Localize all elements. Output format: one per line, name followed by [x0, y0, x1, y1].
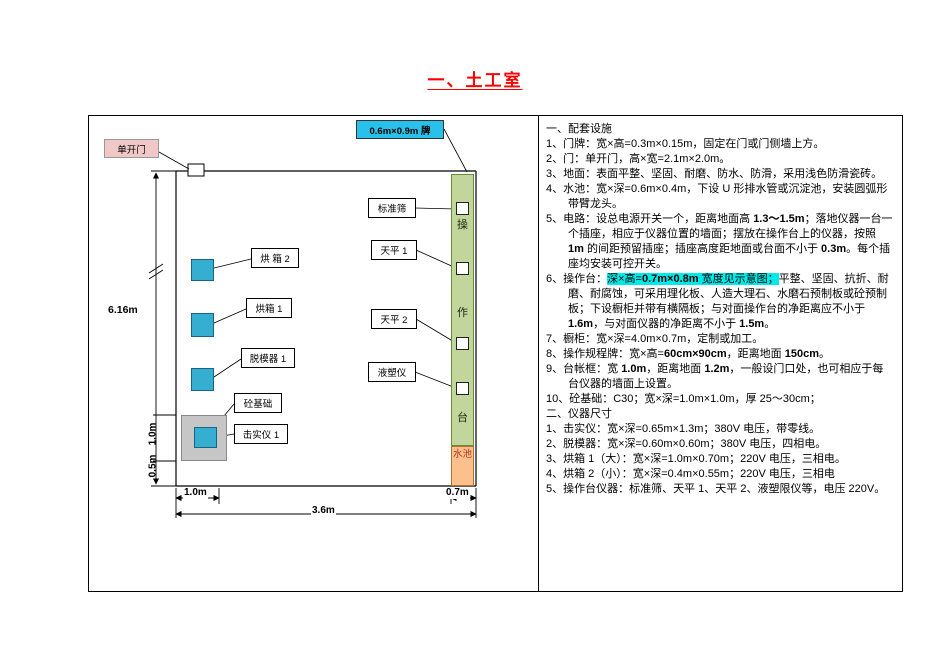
rule-text-segment: 5、电路：设总电源开关一个，距离地面高	[546, 213, 754, 225]
rule-text-segment: 宽度见示意图；	[698, 273, 779, 285]
rule-text-segment: 4、烘箱 2（小）：宽×深=0.4m×0.55m；220V 电压，三相电	[546, 468, 835, 480]
rule-text-segment: 。每个插座均安装可控开关。	[568, 243, 891, 270]
rule-text-segment: 深×高=	[607, 273, 642, 285]
rule-text-segment: 7、橱柜：宽×深=4.0m×0.7m，定制或加工。	[546, 333, 764, 345]
rule-text-segment: 5、操作台仪器：标准筛、天平 1、天平 2、液塑限仪等，电压 220V。	[546, 483, 886, 495]
label-balance2: 天平 2	[371, 309, 417, 329]
section-heading: 一、配套设施	[546, 122, 894, 137]
rule-text-segment: 1.6m	[568, 318, 594, 330]
rule-text-segment: 。	[819, 348, 830, 360]
rule-text-segment: 1m	[568, 243, 584, 255]
equipment-oven1	[191, 313, 214, 337]
rules-text: 一、配套设施 1、门牌：宽×高=0.3m×0.15m，固定在门或门侧墙上方。 2、门…	[546, 122, 894, 497]
bench-slot-liquid-plastic	[456, 382, 469, 395]
label-foundation: 砼基础	[234, 393, 282, 413]
label-oven2: 烘 箱 2	[251, 248, 299, 268]
rule-text-segment: 1.3～1.5m	[753, 213, 805, 225]
rule-line: 5、电路：设总电源开关一个，距离地面高 1.3～1.5m；落地仪器一台一个插座，…	[546, 212, 894, 272]
water-pool-label: 水池	[452, 449, 472, 460]
rule-text-segment: ，一般设门口处，也可相应于每台仪器的墙面上设置。	[568, 363, 884, 390]
label-sieve: 标准筛	[368, 198, 416, 218]
dim-wall-height: 6.16m	[107, 304, 139, 316]
label-oven1: 烘箱 1	[246, 298, 292, 318]
rule-text-segment: ，距离地面	[726, 348, 785, 360]
rule-text-segment: 3、地面：表面平整、坚固、耐磨、防水、防滑，采用浅色防滑瓷砖。	[546, 168, 883, 180]
equipment-compactor	[194, 427, 217, 448]
dim-bottom-total: 3.6m	[311, 505, 336, 517]
rule-text-segment: 二、仪器尺寸	[546, 408, 612, 420]
rule-text-segment: 4、水池：宽×深=0.6m×0.4m，下设 U 形排水管或沉淀池，安装圆弧形带臂…	[546, 183, 888, 210]
label-balance1: 天平 1	[371, 240, 417, 260]
bench-char-3: 台	[457, 412, 468, 424]
page-title: 一、土工室	[427, 71, 523, 90]
dim-foundation-depth: 1.0m	[147, 422, 159, 446]
equipment-demolder	[191, 368, 214, 391]
equipment-oven2	[191, 259, 214, 281]
rule-text-segment: 8、操作规程牌：宽×高=	[546, 348, 664, 360]
rule-text-segment: 1.0m	[621, 363, 647, 375]
rule-text-segment: 0.3m	[821, 243, 847, 255]
plan-linework	[148, 128, 477, 518]
rule-text-segment: 0.7m×0.8m	[641, 273, 699, 285]
bench-char-2: 作	[457, 307, 468, 319]
label-liquid-plastic: 液塑仪	[368, 362, 416, 382]
rule-line: 9、台帐框：宽 1.0m，距离地面 1.2m，一般设门口处，也可相应于每台仪器的…	[546, 362, 894, 392]
rule-text-segment: 1、击实仪：宽×深=0.65m×1.3m；380V 电压，带零线。	[546, 423, 821, 435]
dim-bottom-left: 1.0m	[183, 487, 208, 499]
section-heading: 二、仪器尺寸	[546, 407, 894, 422]
rule-text-segment: 60cm×90cm	[663, 348, 727, 360]
water-pool	[451, 446, 474, 486]
dim-gap: 0.5m	[147, 454, 159, 478]
door-leaf	[187, 163, 205, 177]
rule-text-segment: 150cm	[784, 348, 819, 360]
rule-line: 2、门：单开门，高×宽=2.1m×2.0m。	[546, 152, 894, 167]
dimension-lines	[148, 170, 477, 518]
rule-line: 10、砼基础：C30；宽×深=1.0m×1.0m，厚 25～30cm；	[546, 392, 894, 407]
rule-line: 4、烘箱 2（小）：宽×深=0.4m×0.55m；220V 电压，三相电	[546, 467, 894, 482]
rule-line: 6、操作台：深×高=0.7m×0.8m 宽度见示意图；平整、坚固、抗折、耐磨、耐…	[546, 272, 894, 332]
rule-text-segment: 平整、坚固、抗折、耐磨、耐腐蚀，可采用理化板、人造大理石、水磨石预制板或砼预制板…	[568, 273, 889, 315]
rule-text-segment: 2、脱模器：宽×深=0.60m×0.60m；380V 电压，四相电。	[546, 438, 827, 450]
room-walls	[175, 163, 477, 487]
rule-line: 4、水池：宽×深=0.6m×0.4m，下设 U 形排水管或沉淀池，安装圆弧形带臂…	[546, 182, 894, 212]
rule-text-segment: 1.5m	[739, 318, 765, 330]
floor-plan: 水池 操 作 台 单开门 0.6m×0.9m 牌 烘 箱 2 烘箱 1 脱模器 …	[89, 116, 538, 593]
rule-text-segment: 2、门：单开门，高×宽=2.1m×2.0m。	[546, 153, 731, 165]
door-tag: 单开门	[104, 139, 159, 158]
callout-lines	[158, 128, 468, 438]
rule-text-segment: 3、烘箱 1（大）：宽×深=1.0m×0.70m；220V 电压，三相电。	[546, 453, 846, 465]
work-bench-strip	[451, 174, 474, 446]
sign-plate-tag: 0.6m×0.9m 牌	[356, 120, 444, 139]
bench-slot-balance2	[456, 337, 469, 350]
rule-text-segment: 的间距预留插座；插座高度距地面或台面不小于	[583, 243, 822, 255]
rule-line: 3、地面：表面平整、坚固、耐磨、防水、防滑，采用浅色防滑瓷砖。	[546, 167, 894, 182]
bench-slot-sieve	[456, 202, 469, 215]
rule-text-segment: ，与对面仪器的净距离不小于	[593, 318, 740, 330]
rule-line: 3、烘箱 1（大）：宽×深=1.0m×0.70m；220V 电压，三相电。	[546, 452, 894, 467]
label-compactor: 击实仪 1	[234, 424, 288, 444]
rule-line: 7、橱柜：宽×深=4.0m×0.7m，定制或加工。	[546, 332, 894, 347]
spec-text-panel: 一、配套设施 1、门牌：宽×高=0.3m×0.15m，固定在门或门侧墙上方。 2、门…	[538, 116, 902, 591]
bench-char-1: 操	[457, 219, 468, 231]
rule-line: 1、击实仪：宽×深=0.65m×1.3m；380V 电压，带零线。	[546, 422, 894, 437]
content-frame: 水池 操 作 台 单开门 0.6m×0.9m 牌 烘 箱 2 烘箱 1 脱模器 …	[88, 115, 903, 592]
rule-text-segment: 1、门牌：宽×高=0.3m×0.15m，固定在门或门侧墙上方。	[546, 138, 825, 150]
rule-text-segment: 一、配套设施	[546, 123, 612, 135]
dim-bench-depth: 0.7m	[445, 487, 470, 499]
rule-line: 2、脱模器：宽×深=0.60m×0.60m；380V 电压，四相电。	[546, 437, 894, 452]
rule-text-segment: ；落地仪器一台一个插座，相应于仪器位置的墙面；摆放在操作台上的仪器，按照	[568, 213, 893, 240]
bench-slot-balance1	[456, 262, 469, 275]
rule-line: 1、门牌：宽×高=0.3m×0.15m，固定在门或门侧墙上方。	[546, 137, 894, 152]
rule-line: 5、操作台仪器：标准筛、天平 1、天平 2、液塑限仪等，电压 220V。	[546, 482, 894, 497]
label-demolder: 脱模器 1	[241, 348, 295, 368]
rule-line: 8、操作规程牌：宽×高=60cm×90cm，距离地面 150cm。	[546, 347, 894, 362]
rule-text-segment: 9、台帐框：宽	[546, 363, 622, 375]
rule-text-segment: 1.2m	[704, 363, 730, 375]
rule-text-segment: 10、砼基础：C30；宽×深=1.0m×1.0m，厚 25～30cm；	[546, 393, 821, 405]
rule-text-segment: 6、操作台：	[546, 273, 608, 285]
rule-text-segment: ，距离地面	[646, 363, 705, 375]
rule-text-segment: 。	[764, 318, 776, 330]
